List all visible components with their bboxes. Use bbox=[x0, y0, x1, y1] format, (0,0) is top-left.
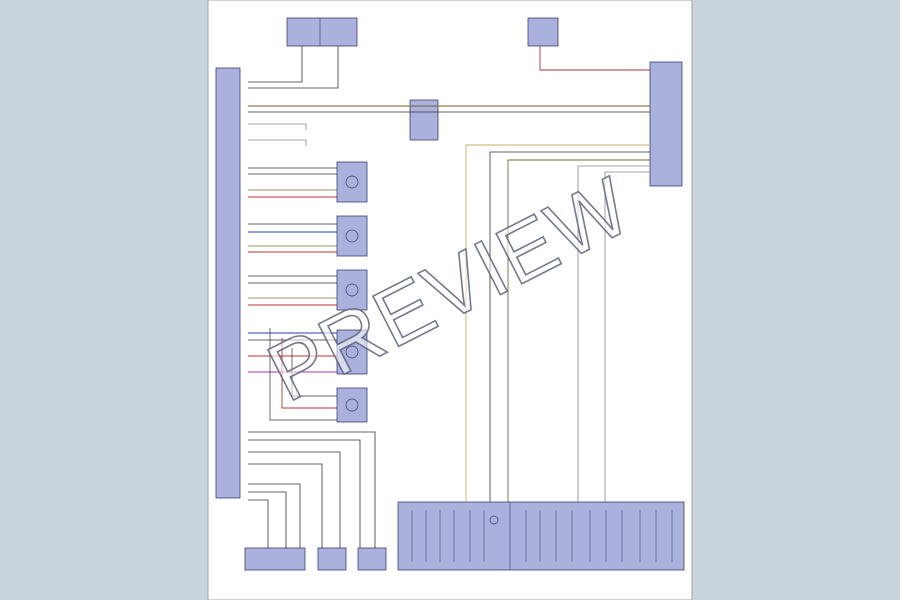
actuator-3 bbox=[336, 269, 368, 311]
wire-fuse-right bbox=[539, 46, 650, 71]
motor-symbol bbox=[345, 175, 359, 189]
bottom-motor bbox=[357, 547, 387, 571]
wire-a5-3 bbox=[291, 348, 337, 397]
fuse-block-left bbox=[286, 17, 358, 47]
wire-right-3 bbox=[507, 159, 650, 502]
wire-right-2 bbox=[489, 151, 650, 502]
motor-symbol-group bbox=[345, 175, 359, 412]
bottom-switch-1 bbox=[244, 547, 306, 571]
actuator-1 bbox=[336, 161, 368, 203]
wire-right-1 bbox=[465, 144, 650, 502]
wire-low-2 bbox=[248, 439, 361, 548]
wire-fuse-left-2 bbox=[248, 46, 339, 89]
wire-right-4 bbox=[577, 165, 650, 502]
wire-a5-2 bbox=[281, 338, 337, 409]
wire-low-7 bbox=[248, 499, 269, 548]
wire-low-6 bbox=[248, 491, 287, 548]
bottom-switch-2 bbox=[317, 547, 347, 571]
motor-symbol bbox=[345, 283, 359, 297]
wire-short-1 bbox=[248, 123, 307, 130]
motor-symbol bbox=[345, 345, 359, 359]
wire-fuse-left-1 bbox=[248, 46, 303, 83]
wire-low-4 bbox=[248, 463, 323, 548]
bottom-switch-module bbox=[397, 501, 685, 571]
switch-symbol-group bbox=[411, 510, 673, 562]
wire-low-1 bbox=[248, 431, 376, 548]
diagram-sheet bbox=[207, 0, 693, 600]
wire-low-5 bbox=[248, 483, 301, 548]
wire-low-3 bbox=[248, 451, 341, 548]
module-connector-icon bbox=[489, 515, 499, 525]
splice-block bbox=[409, 99, 439, 141]
right-control-module bbox=[649, 61, 683, 187]
wire-short-2 bbox=[248, 139, 307, 146]
actuator-4 bbox=[336, 329, 368, 375]
wire-a5-1 bbox=[269, 328, 337, 421]
actuator-2 bbox=[336, 215, 368, 257]
wire-right-5 bbox=[604, 171, 650, 502]
fuse-block-right bbox=[527, 17, 559, 47]
motor-symbol bbox=[345, 398, 359, 412]
motor-symbol bbox=[345, 229, 359, 243]
actuator-5 bbox=[336, 387, 368, 423]
left-control-module bbox=[215, 67, 241, 499]
